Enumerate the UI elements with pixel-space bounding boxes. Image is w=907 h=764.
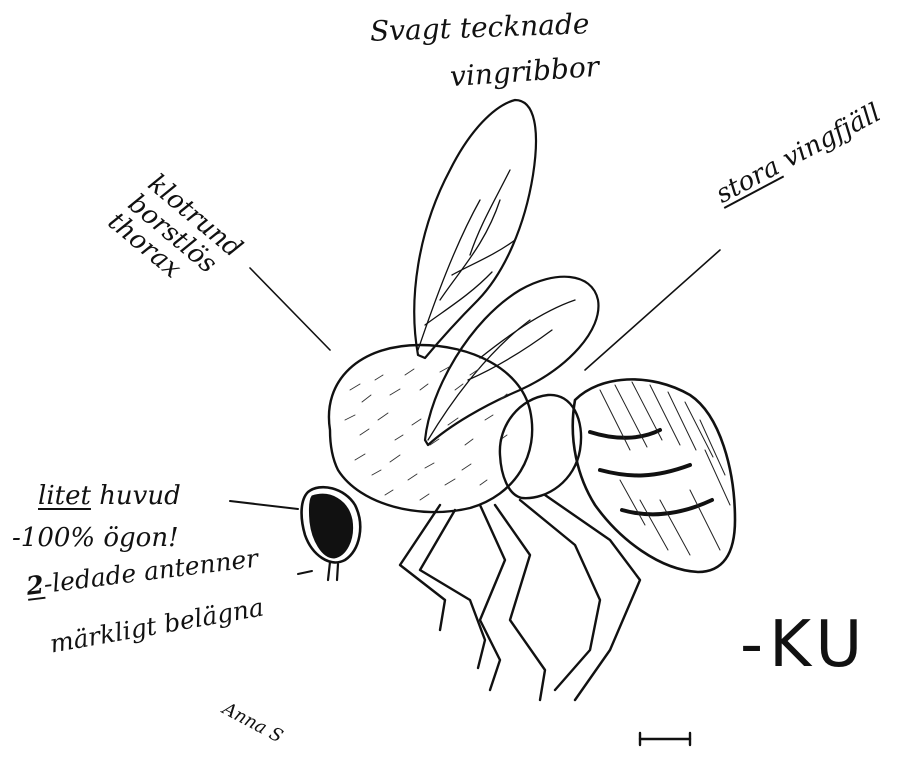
compound-eye (309, 494, 352, 558)
head-label-emphasis: litet (38, 481, 91, 511)
abdomen-segments (590, 430, 712, 514)
antenna-leader-line (298, 571, 312, 574)
legs (400, 495, 640, 700)
back-wing-veins (418, 170, 515, 350)
abdomen-shading (600, 382, 730, 555)
antennae (328, 562, 338, 580)
head-label: litet huvud (38, 483, 181, 509)
head-leader-line (230, 501, 298, 509)
thorax (329, 345, 532, 512)
eyes-label: -100% ögon! (12, 525, 179, 551)
wing-veins-label: Svagt tecknade (370, 10, 590, 46)
scales-leader-line (585, 250, 720, 370)
thorax-leader-line (250, 268, 330, 350)
head-label-rest: huvud (99, 481, 181, 511)
brand-text: -KU (740, 608, 868, 682)
scale-bar (640, 733, 690, 745)
